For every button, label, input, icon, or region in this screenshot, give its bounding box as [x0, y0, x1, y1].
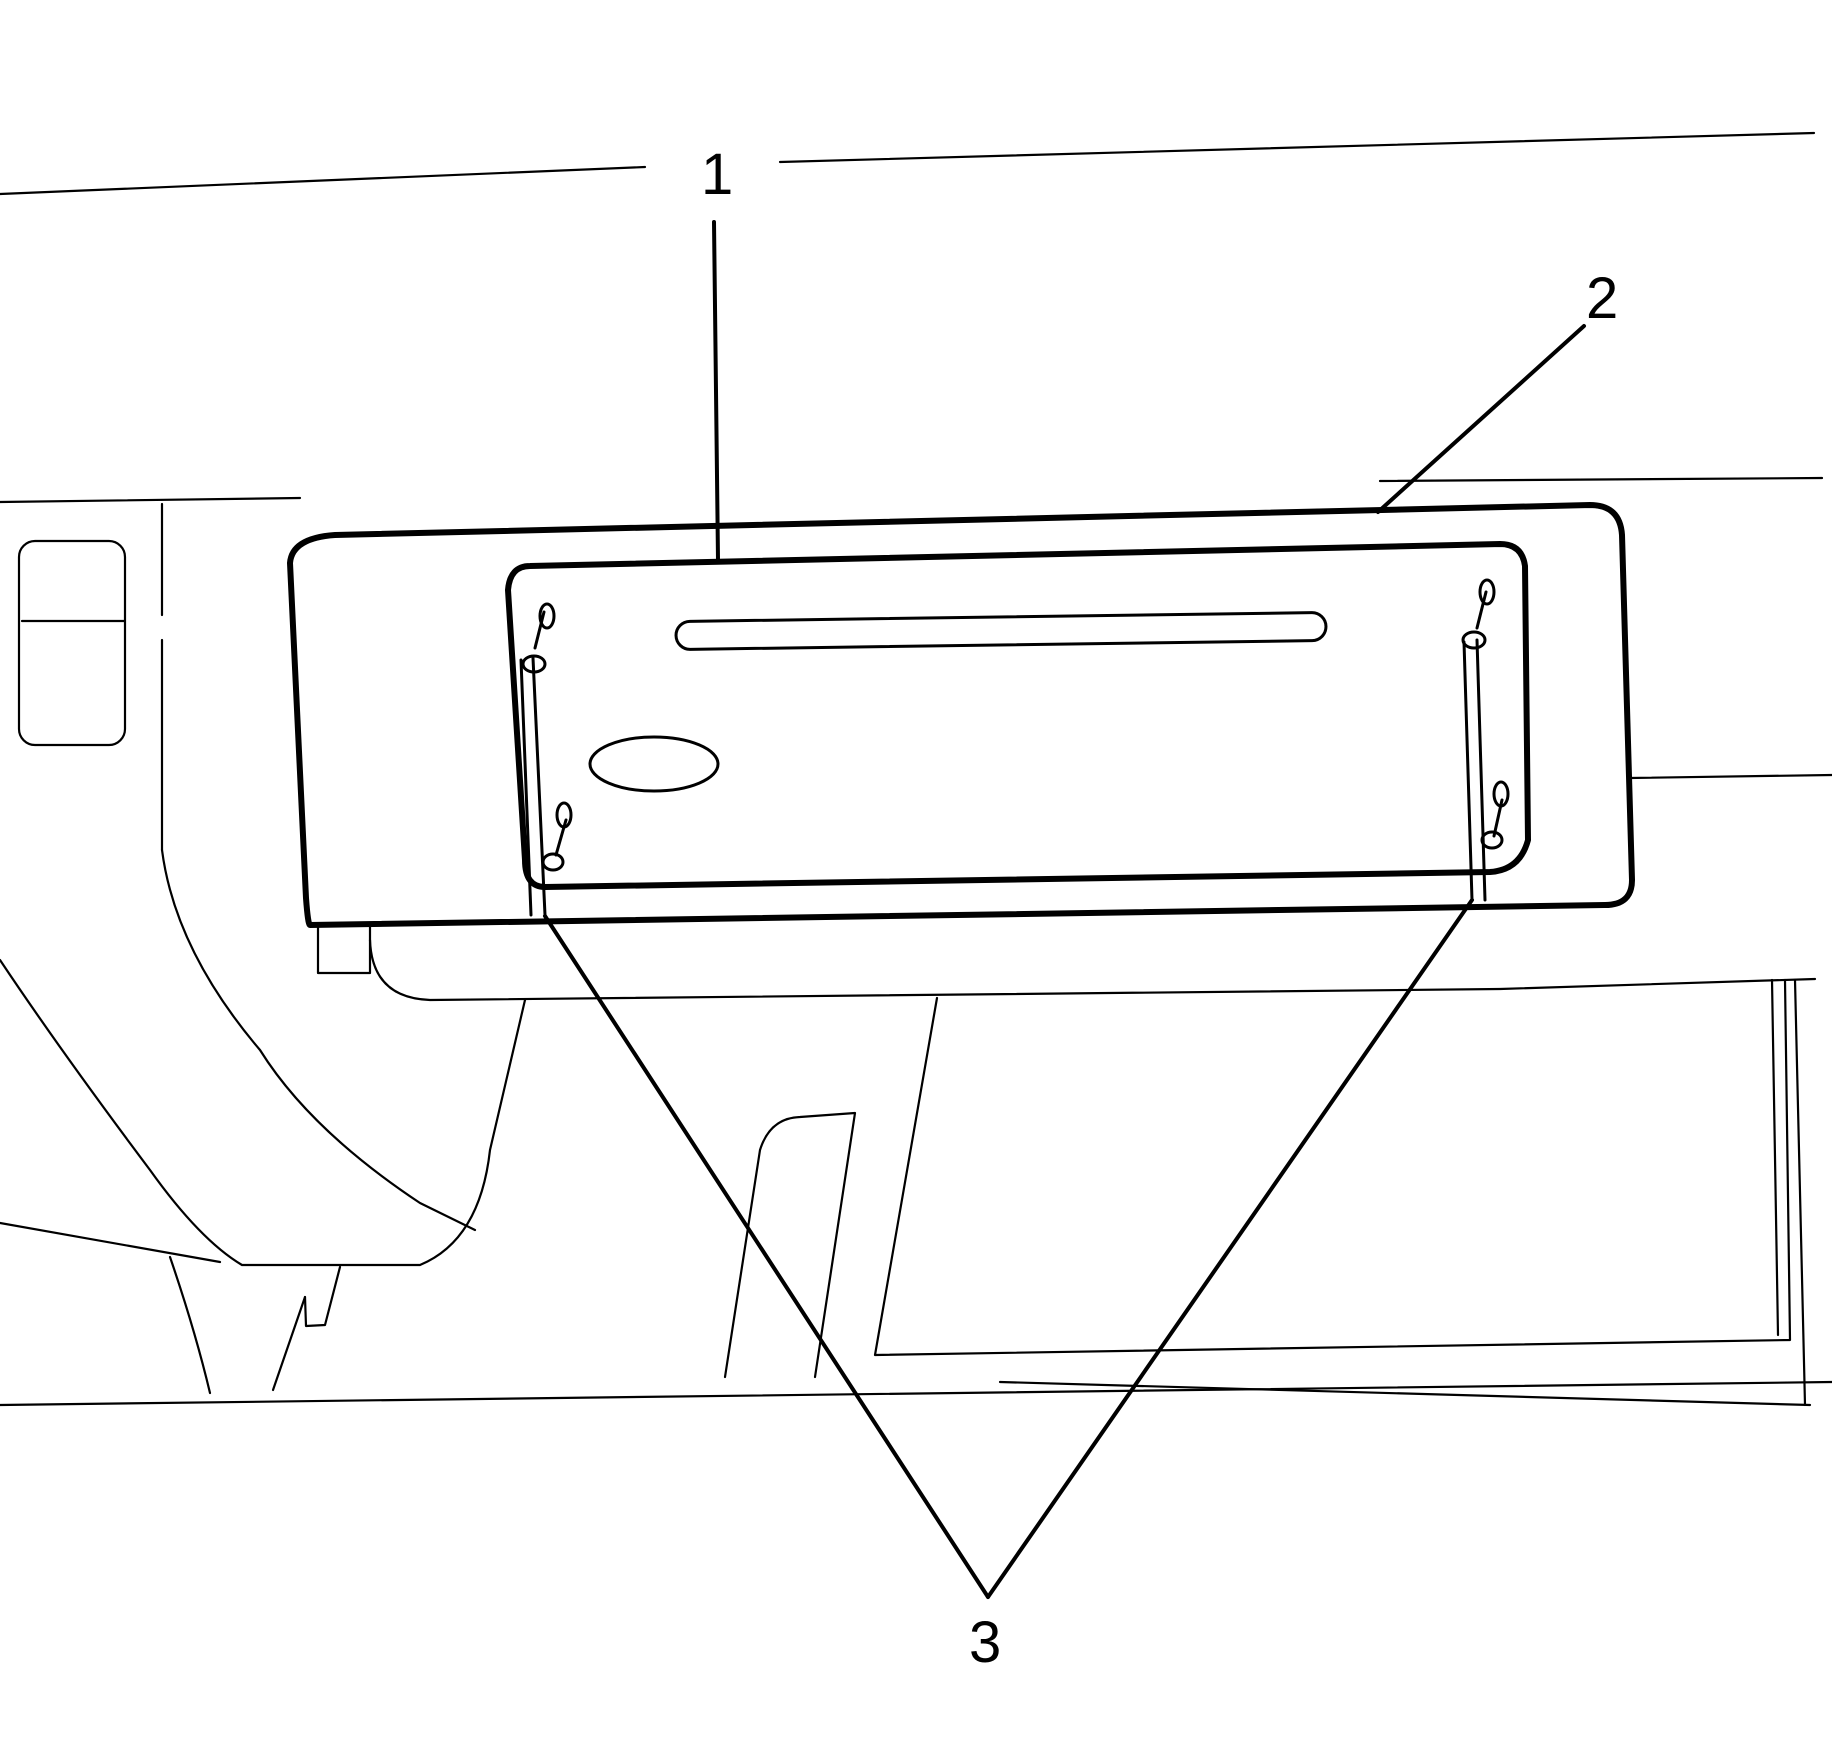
left-console — [0, 848, 527, 1395]
callout-1: 1 — [701, 142, 733, 207]
callout-2: 2 — [1586, 266, 1618, 331]
leader-line-2 — [1376, 324, 1586, 514]
center-console — [723, 978, 1807, 1407]
hinge-pins — [519, 578, 1510, 917]
callout-3: 3 — [969, 1610, 1001, 1675]
glove-box-opening — [287, 502, 1635, 975]
leader-line-3a — [543, 914, 990, 1599]
leader-lines — [543, 220, 1586, 1599]
glove-box-door — [505, 541, 1531, 890]
instrument-panel-outline — [0, 131, 1832, 1407]
leader-line-1 — [712, 220, 720, 562]
left-switch-panel — [17, 502, 164, 852]
leader-line-3b — [986, 898, 1474, 1599]
